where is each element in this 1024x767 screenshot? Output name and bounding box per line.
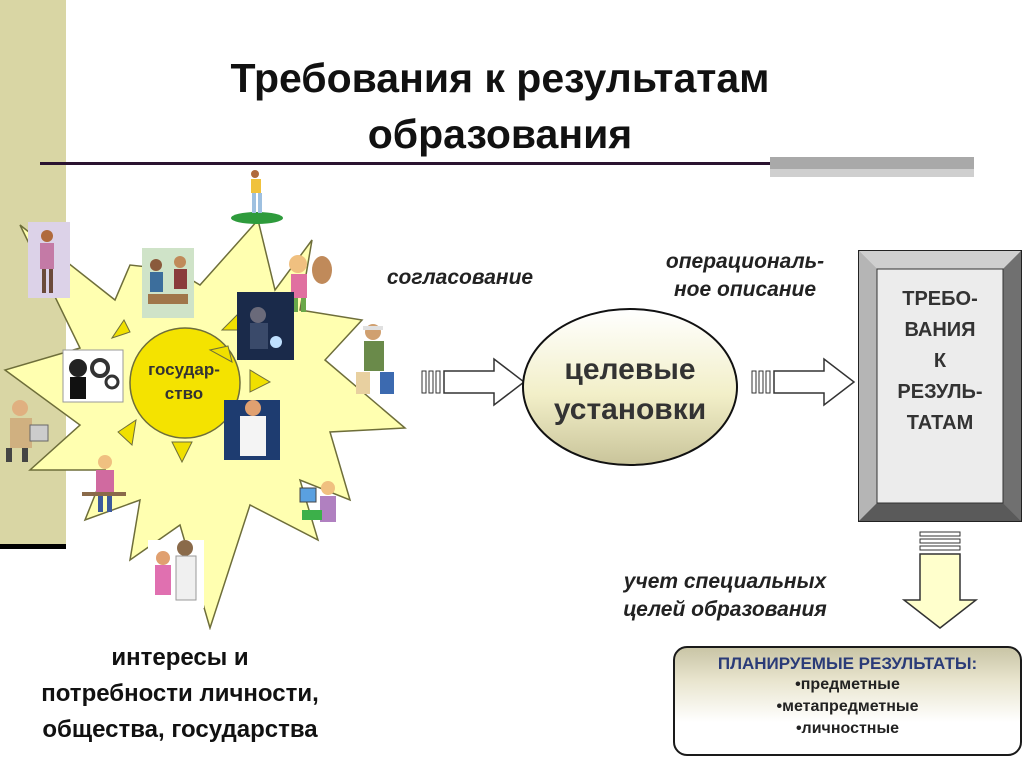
- planned-results-box: ПЛАНИРУЕМЫЕ РЕЗУЛЬТАТЫ: •предметные •мет…: [673, 646, 1022, 756]
- ray-triangle: [171, 441, 193, 464]
- interests-text: интересы и потребности личности, обществ…: [10, 640, 350, 748]
- title-rule-bar: [770, 157, 974, 169]
- title-line-2: образования: [367, 111, 633, 157]
- planned-results-title: ПЛАНИРУЕМЫЕ РЕЗУЛЬТАТЫ:: [717, 654, 978, 673]
- operational-line-1: операциональ-: [665, 250, 825, 273]
- requirements-text: ТРЕБО- ВАНИЯ К РЕЗУЛЬ- ТАТАМ: [878, 284, 1002, 439]
- requirements-line-5: ТАТАМ: [906, 412, 974, 434]
- ray-triangle: [117, 418, 137, 447]
- business-woman-icon: [28, 222, 70, 298]
- planned-item-metasubject: •метапредметные: [776, 698, 919, 715]
- arrow-to-requirements: [751, 357, 856, 407]
- target-settings-text: целевые установки: [525, 350, 735, 430]
- target-line-2: установки: [553, 393, 707, 426]
- requirements-line-1: ТРЕБО-: [902, 288, 978, 310]
- ray-triangle: [249, 369, 272, 393]
- planned-item-subject: •предметные: [795, 676, 900, 693]
- target-line-1: целевые: [564, 353, 696, 386]
- ray-triangle: [110, 319, 131, 339]
- title-line-1: Требования к результатам: [230, 55, 770, 101]
- welder-icon: [237, 292, 294, 360]
- gears-man-icon: [62, 349, 124, 403]
- side-divider: [0, 544, 66, 549]
- interests-line-2: потребности личности,: [41, 680, 319, 707]
- operational-line-2: ное описание: [673, 278, 817, 301]
- ray-triangle: [208, 345, 233, 363]
- requirements-box: [858, 250, 1022, 522]
- arrow-to-targets: [421, 357, 526, 407]
- page-title: Требования к результатам образования: [150, 50, 850, 162]
- interests-line-1: интересы и: [111, 644, 249, 671]
- special-line-2: целей образования: [623, 598, 827, 621]
- student-icon: [82, 455, 126, 512]
- doctor-icon: [224, 400, 280, 460]
- requirements-line-3: К: [933, 350, 947, 372]
- planned-item-personal: •личностные: [795, 720, 900, 737]
- computer-user-icon: [299, 481, 336, 522]
- office-worker-icon: [6, 400, 49, 462]
- arrow-down: [901, 531, 979, 629]
- requirements-line-2: ВАНИЯ: [904, 319, 976, 341]
- title-rule: [40, 162, 774, 165]
- state-label: государ- ство: [132, 358, 236, 406]
- meeting-icon: [142, 248, 194, 318]
- title-rule-bar-light: [770, 169, 974, 177]
- state-circle: [129, 327, 241, 439]
- requirements-line-4: РЕЗУЛЬ-: [897, 381, 983, 403]
- golfer-icon: [231, 170, 283, 224]
- society-starburst: [3, 170, 407, 630]
- operational-description-label: операциональ- ное описание: [640, 248, 850, 304]
- family-icon: [148, 540, 204, 608]
- target-ellipse: [522, 308, 738, 466]
- worker-icon: [356, 324, 394, 394]
- coordination-label: согласование: [386, 266, 534, 289]
- special-goals-label: учет специальных целей образования: [580, 568, 870, 624]
- interests-line-3: общества, государства: [42, 716, 318, 743]
- state-label-line-2: ство: [164, 384, 204, 403]
- state-label-line-1: государ-: [148, 360, 220, 379]
- special-line-1: учет специальных: [623, 570, 827, 593]
- child-with-toy-icon: [289, 255, 332, 312]
